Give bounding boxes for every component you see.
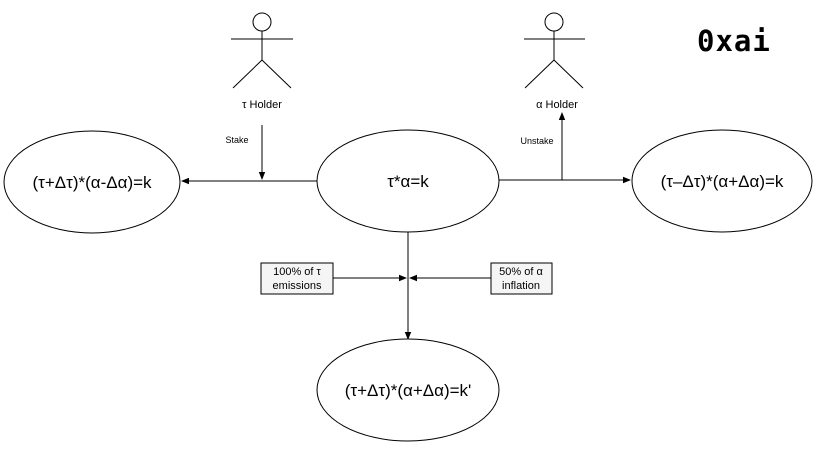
tau-holder-actor [231,12,293,89]
tau-holder-label: τ Holder [242,99,282,111]
alpha-holder-actor [524,12,585,89]
stake-label: Stake [225,135,248,145]
node-right: (τ–Δτ)*(α+Δα)=k [631,129,813,233]
node-bottom-label: (τ+Δτ)*(α+Δα)=k' [345,381,472,400]
alpha-holder-label: α Holder [536,99,578,111]
node-left-label: (τ+Δτ)*(α-Δα)=k [32,173,152,192]
node-left: (τ+Δτ)*(α-Δα)=k [3,130,181,234]
tau-emissions-line-1: 100% of τ [273,266,321,278]
alpha-inflation-line-1: 50% of α [499,266,543,278]
node-center-label: τ*α=k [387,172,429,191]
alpha-inflation-box: 50% of α inflation [490,262,553,295]
node-bottom: (τ+Δτ)*(α+Δα)=k' [316,338,500,442]
tau-emissions-line-2: emissions [273,280,322,292]
tau-emissions-box: 100% of τ emissions [260,262,334,295]
node-center: τ*α=k [316,129,500,233]
node-right-label: (τ–Δτ)*(α+Δα)=k [661,172,784,191]
unstake-label: Unstake [520,136,553,146]
brand-logo: 0xai [697,24,771,58]
alpha-inflation-line-2: inflation [502,280,540,292]
